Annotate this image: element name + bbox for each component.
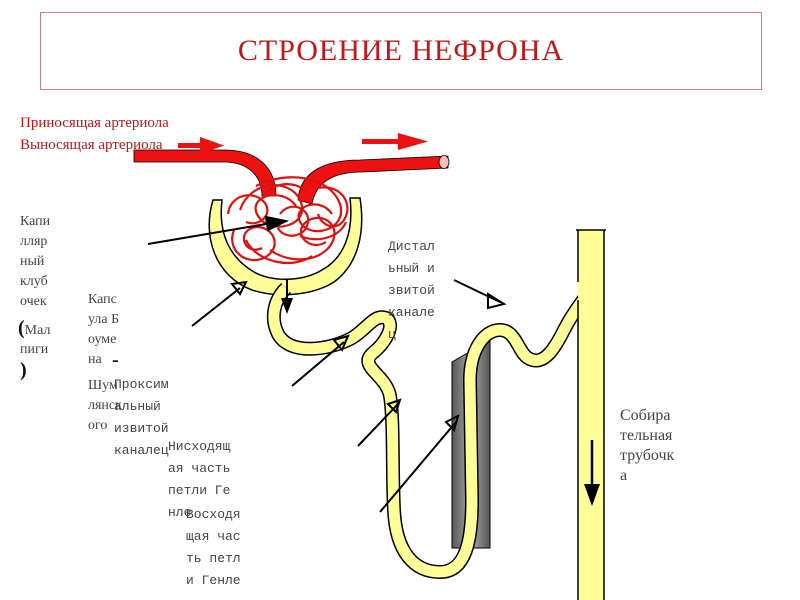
page-title: СТРОЕНИЕ НЕФРОНА [237, 34, 565, 67]
capillary-glomerulus [226, 176, 349, 264]
distal-tubule-label: Дистальный извитой каналец [388, 239, 435, 342]
glomerulus-label: Капиллярный клубочек [20, 214, 51, 309]
pointer-arrows [147, 215, 507, 513]
paren-open: ( [18, 317, 25, 339]
arterioles [133, 149, 450, 205]
flow-arrows [281, 280, 600, 506]
descending-limb-label: Нисходящая часть петли Генле [168, 439, 231, 520]
malpighi-part-1: Мал [24, 323, 51, 338]
glomerulus-malpighi-label: (Мал [18, 318, 68, 341]
efferent-arteriole-label: Выносящая артериола [20, 137, 163, 153]
capsule-label: Капсула Боумена [88, 292, 120, 367]
collecting-duct-label: Собирательная трубочка [620, 407, 675, 484]
collecting-duct [576, 229, 606, 600]
capsule-shumlyansky-label: Шумлянского [88, 378, 122, 433]
tubule [266, 283, 597, 579]
capsule-dash: - [112, 349, 119, 371]
paren-close: ) [20, 359, 27, 381]
malpighi-part-2: пиги [20, 342, 49, 357]
ascending-limb-label: Восходящая часть петли Генле [186, 507, 241, 588]
afferent-arteriole-label: Приносящая артериола [20, 115, 169, 131]
title-box: СТРОЕНИЕ НЕФРОНА [40, 12, 762, 90]
bowman-capsule [208, 197, 363, 296]
proximal-tubule-label: Проксимальный извитой каналец [114, 377, 169, 458]
arteriole-flow-arrows [178, 133, 428, 154]
